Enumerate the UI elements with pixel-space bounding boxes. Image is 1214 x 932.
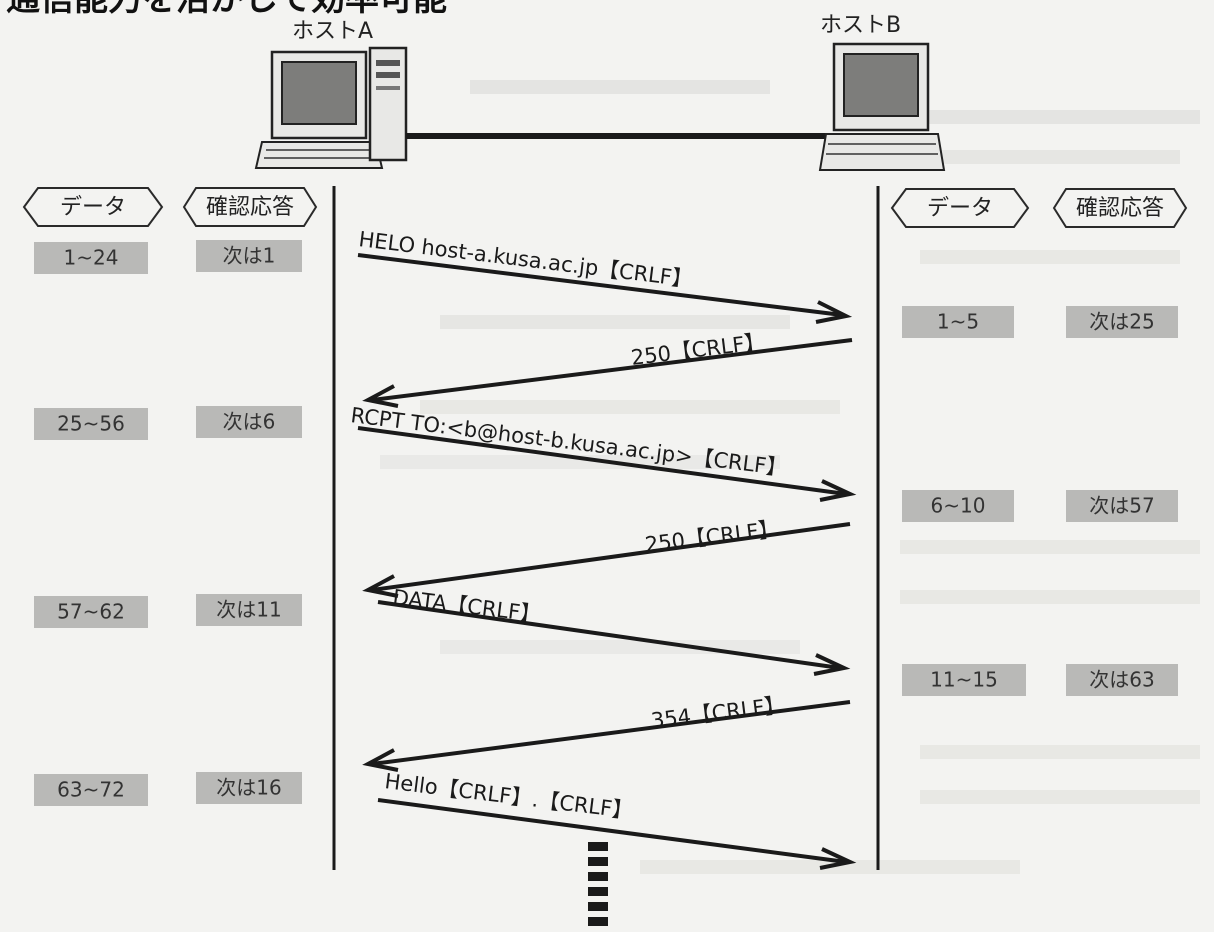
host-b-computer-icon (818, 42, 946, 171)
svg-text:確認応答: 確認応答 (206, 195, 294, 220)
left-row-3-ack: 次は11 (216, 598, 281, 622)
left-row-1: 1~24 次は1 (34, 240, 302, 274)
right-row-2-ack: 次は57 (1089, 494, 1154, 518)
left-row-3: 57~62 次は11 (34, 594, 302, 628)
message-6: 354【CRLF】 (362, 693, 851, 772)
right-row-2: 6~10 次は57 (902, 490, 1178, 522)
right-row-1-ack: 次は25 (1089, 310, 1154, 334)
right-row-1: 1~5 次は25 (902, 306, 1178, 338)
message-2: 250【CRLF】 (362, 330, 853, 408)
message-4: 250【CRLF】 (362, 517, 851, 598)
page-title: 通信能力を活かして効率可能 (6, 0, 447, 19)
header-right-ack: 確認応答 (1052, 188, 1188, 228)
right-row-3-ack: 次は63 (1089, 668, 1154, 692)
left-row-3-data: 57~62 (57, 600, 125, 624)
message-5: DATA【CRLF】 (377, 585, 851, 676)
message-6-label: 354【CRLF】 (650, 693, 787, 733)
message-5-label: DATA【CRLF】 (391, 585, 542, 627)
right-row-3: 11~15 次は63 (902, 664, 1178, 696)
right-row-3-data: 11~15 (930, 668, 998, 692)
left-row-4-data: 63~72 (57, 778, 125, 802)
continuation-dashes (588, 842, 608, 926)
host-a-computer-icon (254, 46, 408, 169)
message-4-label: 250【CRLF】 (644, 517, 781, 557)
left-row-2: 25~56 次は6 (34, 406, 302, 440)
svg-text:データ: データ (927, 196, 993, 221)
left-row-1-ack: 次は1 (223, 244, 276, 268)
left-row-4: 63~72 次は16 (34, 772, 302, 806)
message-2-label: 250【CRLF】 (630, 330, 767, 370)
right-row-1-data: 1~5 (937, 310, 979, 334)
left-row-1-data: 1~24 (64, 246, 119, 270)
message-7-label: Hello【CRLF】.【CRLF】 (383, 769, 634, 823)
header-right-data: データ (890, 188, 1030, 228)
left-row-2-data: 25~56 (57, 412, 125, 436)
svg-text:データ: データ (60, 195, 126, 220)
right-row-2-data: 6~10 (931, 494, 986, 518)
svg-text:確認応答: 確認応答 (1076, 196, 1164, 221)
message-1: HELO host-a.kusa.ac.jp【CRLF】 (357, 227, 853, 324)
header-left-data: データ (22, 187, 164, 227)
header-left-ack: 確認応答 (182, 187, 318, 227)
host-b-label: ホストB (820, 13, 901, 38)
host-a-label: ホストA (292, 19, 373, 44)
message-3: RCPT TO:<b@host-b.kusa.ac.jp>【CRLF】 (349, 403, 857, 502)
left-row-4-ack: 次は16 (216, 776, 281, 800)
message-7: Hello【CRLF】.【CRLF】 (377, 769, 857, 870)
left-row-2-ack: 次は6 (223, 410, 276, 434)
